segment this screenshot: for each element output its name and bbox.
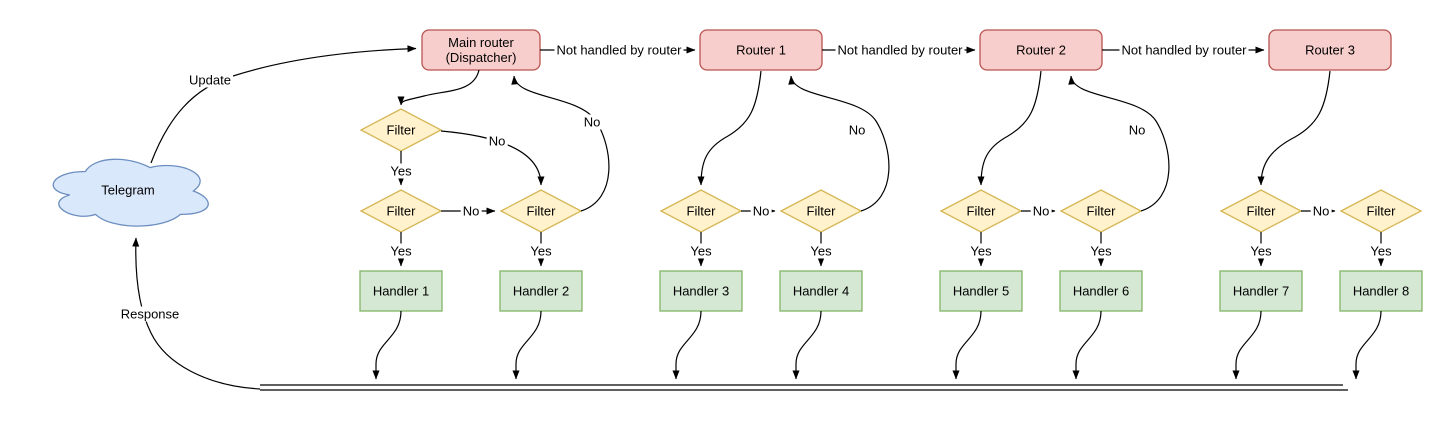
router1-filter-1-label: Filter	[686, 203, 716, 219]
handler-1-out-edge	[372, 310, 402, 380]
yes-label-1: Yes	[388, 243, 414, 259]
dispatcher-filter-2-label: Filter	[526, 203, 556, 219]
handler-8-out-edge	[1352, 310, 1382, 380]
router3-filter-1-label: Filter	[1246, 203, 1276, 219]
yes-label-5: Yes	[968, 243, 994, 259]
handler-2-out-edge	[512, 310, 542, 380]
handler-6-out-edge	[1072, 310, 1102, 380]
handler-6-label: Handler 6	[1072, 283, 1130, 299]
response-edge	[132, 237, 261, 390]
yes-label-2: Yes	[528, 243, 554, 259]
update-label: Update	[187, 72, 233, 88]
telegram-cloud-shape	[52, 158, 209, 227]
response-label: Response	[118, 306, 182, 322]
handler-6-box	[1059, 270, 1143, 312]
router3-to-filter-edge	[1257, 70, 1331, 186]
main-router-label-line2: (Dispatcher)	[445, 50, 517, 65]
not-handled-label-3: Not handled by router	[1119, 42, 1249, 58]
update-edge	[150, 45, 417, 164]
router2-filter-2-label: Filter	[1086, 203, 1116, 219]
dispatcher-filter0-no-edge	[440, 130, 545, 186]
main-router-label: Main router (Dispatcher)	[446, 35, 517, 65]
router3-filter-2-shape	[1339, 189, 1423, 233]
yes-label-3: Yes	[688, 243, 714, 259]
handler-3-out-edge	[672, 310, 702, 380]
router1-filter-2-label: Filter	[806, 203, 836, 219]
router1-to-filter-edge	[697, 70, 762, 186]
router-3-box	[1268, 29, 1392, 71]
handler-1-box	[359, 270, 443, 312]
handler-5-label: Handler 5	[952, 283, 1010, 299]
router-2-label: Router 2	[1016, 42, 1066, 58]
handler-7-box	[1219, 270, 1303, 312]
not-handled-label-2: Not handled by router	[835, 42, 965, 58]
no-label-f0: No	[486, 133, 508, 149]
yes-label-7: Yes	[1248, 243, 1274, 259]
handler-2-label: Handler 2	[512, 283, 570, 299]
router-3-label: Router 3	[1305, 42, 1355, 58]
handler-4-out-edge	[792, 310, 822, 380]
router2-filter-1-label: Filter	[966, 203, 996, 219]
handler-8-box	[1339, 270, 1423, 312]
dispatcher-to-filter-edge	[397, 69, 480, 106]
yes-label-8: Yes	[1368, 243, 1394, 259]
handler-4-box	[779, 270, 863, 312]
not-handled-label-1: Not handled by router	[554, 42, 684, 58]
handler-1-label: Handler 1	[372, 283, 430, 299]
handler-8-label: Handler 8	[1352, 283, 1410, 299]
no-label-dispatcher-return: No	[581, 114, 603, 130]
router2-to-filter-edge	[977, 70, 1042, 186]
handler-3-box	[659, 270, 743, 312]
yes-label-f0: Yes	[388, 163, 414, 179]
router1-return-no-edge	[788, 75, 890, 212]
dispatcher-filter-1-label: Filter	[386, 203, 416, 219]
router3-filter-2-label: Filter	[1366, 203, 1396, 219]
main-router-label-line1: Main router	[448, 35, 514, 50]
no-label-pair-2: No	[750, 203, 772, 219]
no-label-router1-return: No	[846, 122, 868, 138]
dispatcher-filter-0-label: Filter	[386, 122, 416, 138]
no-label-pair-1: No	[460, 203, 482, 219]
handler-7-label: Handler 7	[1232, 283, 1290, 299]
handler-4-label: Handler 4	[792, 283, 850, 299]
handler-3-label: Handler 3	[672, 283, 730, 299]
telegram-label: Telegram	[101, 182, 155, 198]
no-label-pair-4: No	[1310, 203, 1332, 219]
dispatcher-filter-0-shape	[359, 108, 443, 152]
handler-5-out-edge	[952, 310, 982, 380]
dispatcher-return-no-edge	[511, 75, 610, 212]
yes-label-6: Yes	[1088, 243, 1114, 259]
router-1-label: Router 1	[736, 42, 786, 58]
handler-2-box	[499, 270, 583, 312]
no-label-pair-3: No	[1030, 203, 1052, 219]
yes-label-4: Yes	[808, 243, 834, 259]
router2-return-no-edge	[1068, 75, 1170, 212]
no-label-router2-return: No	[1126, 122, 1148, 138]
handler-7-out-edge	[1232, 310, 1262, 380]
